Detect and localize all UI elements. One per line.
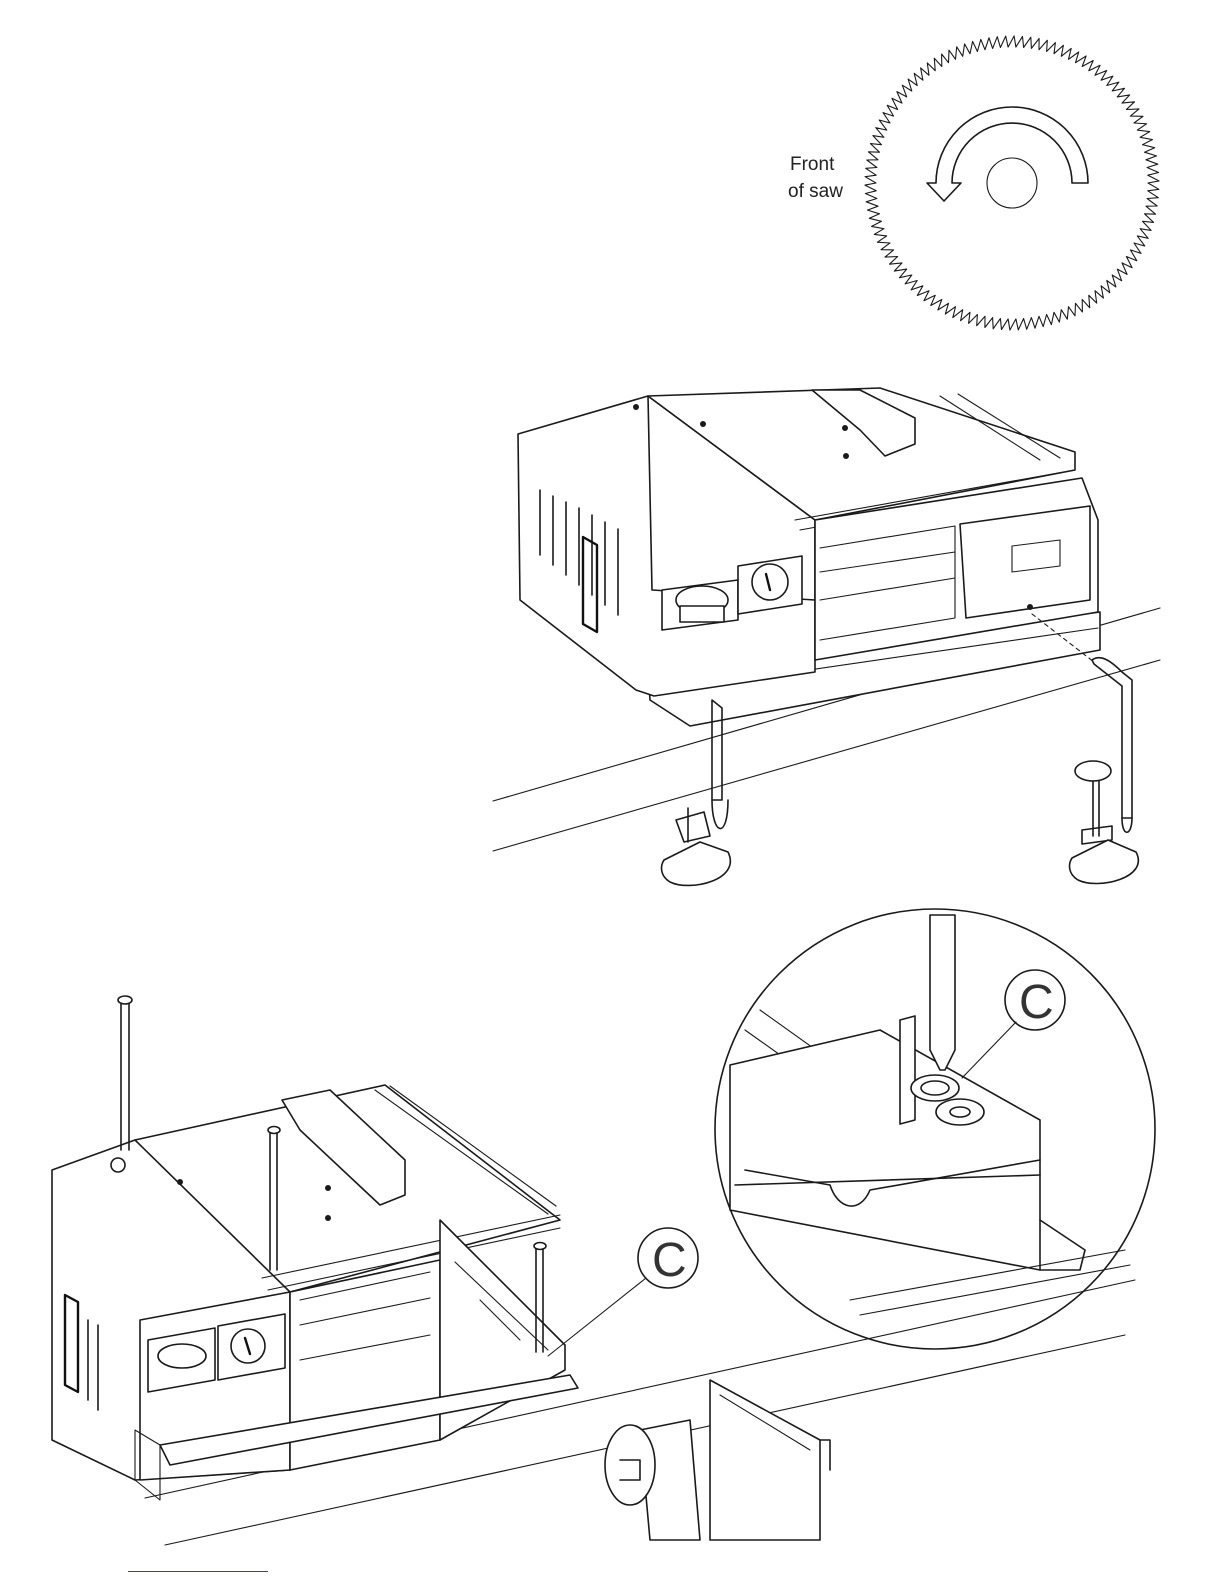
accessory-part xyxy=(605,1380,830,1540)
magnifier-detail: C xyxy=(715,909,1155,1349)
clamp-icon xyxy=(1070,658,1139,884)
callout-c-detail-label: C xyxy=(1019,976,1054,1029)
callout-c-main: C xyxy=(548,1228,698,1356)
footer-link-underline[interactable] xyxy=(128,1571,268,1572)
screwdriver-icon xyxy=(930,915,955,1070)
blade-arbor-hole xyxy=(987,158,1037,208)
front-of-saw-label-line2: of saw xyxy=(788,181,843,202)
clamp-figure xyxy=(493,388,1160,885)
saw-blade-figure: Front of saw xyxy=(788,36,1159,330)
saw-blade-icon xyxy=(865,36,1159,330)
table-saw-icon xyxy=(52,1085,578,1500)
callout-c-label: C xyxy=(652,1234,687,1287)
screw-icon xyxy=(118,996,132,1150)
table-saw-icon xyxy=(518,388,1100,726)
front-of-saw-label-line1: Front xyxy=(790,154,835,175)
mounting-figure: C C xyxy=(52,909,1155,1545)
rotation-arrow-icon xyxy=(927,107,1088,201)
